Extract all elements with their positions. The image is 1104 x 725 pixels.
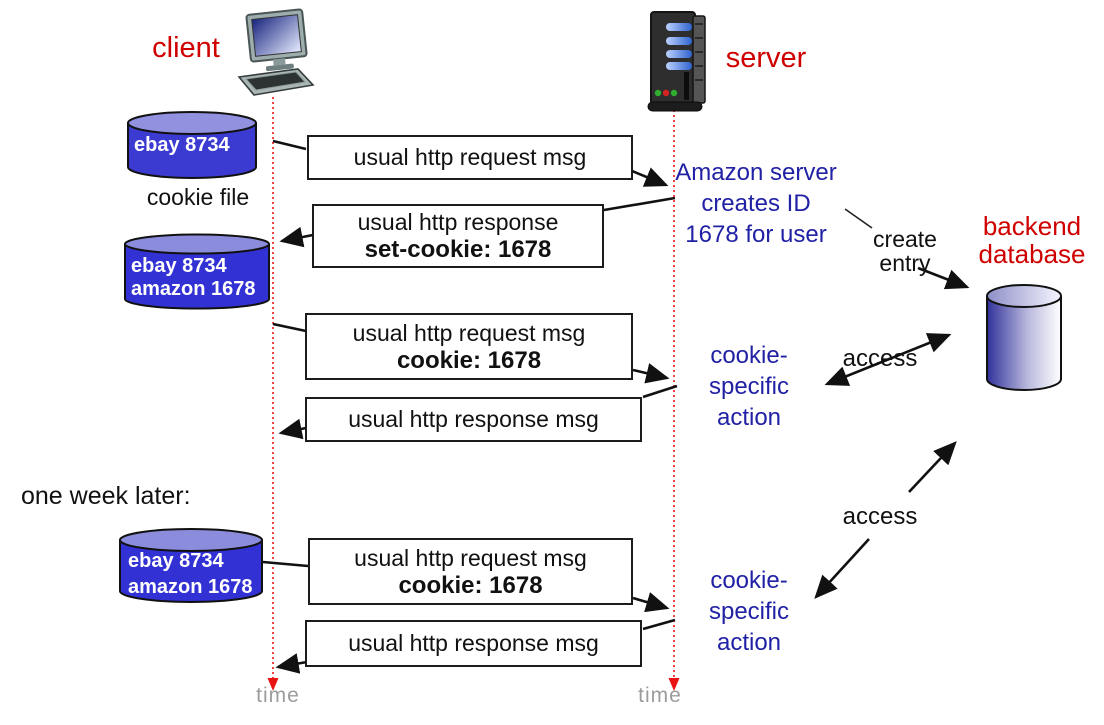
cookie-specific-action-note-2: cookie- specific action bbox=[708, 567, 790, 656]
connector-response3-from-server bbox=[642, 618, 676, 631]
cookie-file-cylinder-initial bbox=[127, 111, 257, 179]
msg-response2-box: usual http response msg bbox=[305, 397, 642, 442]
connector-request1-from-client bbox=[272, 139, 307, 151]
connector-response1-from-server bbox=[603, 196, 676, 212]
server-time-label: time bbox=[638, 684, 682, 707]
arrow-response3-to-client bbox=[275, 653, 308, 674]
client-time-label: time bbox=[256, 684, 300, 707]
msg-request3-cookie: cookie: 1678 bbox=[398, 571, 543, 599]
server-timeline bbox=[668, 110, 680, 691]
arrow-response2-to-client bbox=[278, 418, 307, 440]
create-entry-note: create entry bbox=[873, 226, 937, 276]
msg-request1-box: usual http request msg bbox=[307, 135, 633, 180]
msg-response2-text: usual http response msg bbox=[348, 406, 599, 432]
arrow-create-entry-to-database bbox=[917, 266, 970, 290]
msg-response1-text: usual http response bbox=[357, 209, 559, 235]
cookie-file-cylinder-updated bbox=[124, 233, 270, 310]
connector-create-entry-note bbox=[844, 208, 873, 229]
one-week-later-label: one week later: bbox=[21, 482, 191, 510]
cookie-specific-action-note-1: cookie- specific action bbox=[708, 342, 790, 431]
arrow-request3-to-server bbox=[632, 592, 670, 613]
msg-request2-cookie: cookie: 1678 bbox=[396, 346, 542, 374]
arrow-response1-to-client bbox=[279, 226, 314, 248]
msg-request2-box: usual http request msg cookie: 1678 bbox=[305, 313, 633, 380]
msg-request2-text: usual http request msg bbox=[352, 319, 586, 346]
cookie-file-contents-initial: ebay 8734 bbox=[134, 134, 230, 156]
arrow-access2-to-action bbox=[814, 538, 870, 599]
cookie-file-contents-later: ebay 8734 amazon 1678 bbox=[128, 550, 253, 598]
arrow-request1-to-server bbox=[631, 167, 669, 187]
msg-request3-box: usual http request msg cookie: 1678 bbox=[308, 538, 633, 605]
msg-response3-box: usual http response msg bbox=[305, 620, 642, 667]
connector-request3-from-client bbox=[262, 560, 309, 568]
cookie-file-contents-updated: ebay 8734 amazon 1678 bbox=[131, 255, 256, 300]
arrow-access1-bidirectional bbox=[824, 333, 952, 386]
msg-request3-text: usual http request msg bbox=[354, 544, 587, 571]
client-label: client bbox=[152, 32, 220, 64]
server-tower-icon bbox=[647, 11, 706, 112]
backend-database-label: backend database bbox=[978, 211, 1086, 269]
access-label-1: access bbox=[842, 345, 918, 372]
msg-response1-box: usual http response set-cookie: 1678 bbox=[312, 204, 604, 268]
access-label-2: access bbox=[842, 503, 918, 530]
connector-response2-from-server bbox=[642, 384, 678, 399]
server-label: server bbox=[725, 42, 807, 74]
msg-request1-text: usual http request msg bbox=[353, 144, 587, 170]
cookie-file-cylinder-later bbox=[119, 528, 263, 603]
connector-request2-from-client bbox=[272, 322, 307, 333]
client-timeline bbox=[267, 97, 279, 691]
arrow-access2-to-database bbox=[908, 441, 957, 493]
msg-response3-text: usual http response msg bbox=[348, 630, 599, 656]
msg-response1-setcookie: set-cookie: 1678 bbox=[364, 236, 552, 263]
cookie-file-caption: cookie file bbox=[146, 184, 250, 210]
backend-database-cylinder bbox=[986, 284, 1062, 391]
desktop-computer-icon bbox=[237, 8, 315, 96]
amazon-creates-id-note: Amazon server creates ID 1678 for user bbox=[675, 159, 837, 248]
arrow-request2-to-server bbox=[632, 363, 670, 384]
